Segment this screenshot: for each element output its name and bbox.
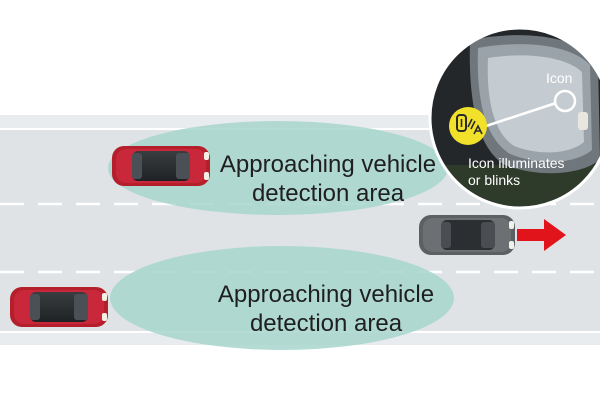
inset-caption-line2: or blinks <box>468 172 521 188</box>
detection-area-bottom <box>110 246 454 350</box>
approaching-car-bottom <box>10 287 108 327</box>
pointer-line <box>485 101 557 128</box>
direction-arrow <box>517 219 566 251</box>
detection-area-label-line2: detection area <box>251 180 405 207</box>
detection-area-top <box>108 121 448 215</box>
detection-area-label-top: Approaching vehicle detection area <box>208 150 448 208</box>
detection-area-label-line1: Approaching vehicle <box>217 281 435 308</box>
inset-caption: Icon illuminates or blinks <box>468 155 588 189</box>
mirror-icon-location <box>553 89 577 113</box>
detection-area-label-line2: detection area <box>249 310 403 337</box>
mirror-inset <box>428 26 600 210</box>
blind-spot-warning-icon <box>449 107 487 145</box>
detection-area-label-bottom: Approaching vehicle detection area <box>206 280 446 338</box>
inset-caption-line1: Icon illuminates <box>468 155 565 171</box>
own-vehicle <box>419 215 515 255</box>
approaching-car-top <box>112 146 210 186</box>
inset-icon-label: Icon <box>546 70 573 86</box>
detection-area-label-line1: Approaching vehicle <box>219 151 437 178</box>
